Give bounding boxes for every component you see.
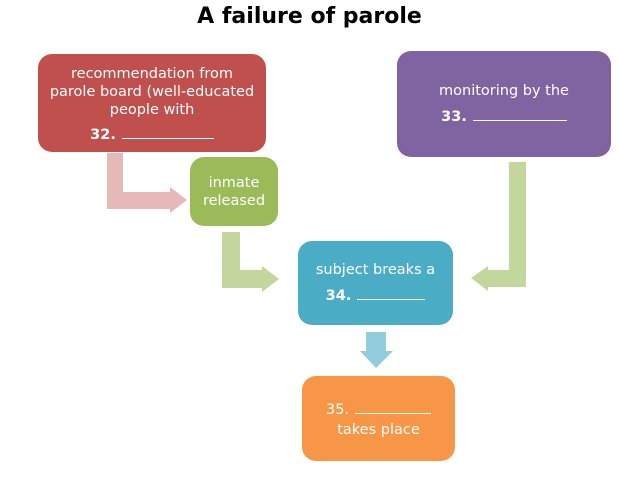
question-number-32: 32. (90, 126, 116, 143)
recommendation-line-3: people with (109, 101, 195, 118)
outcome-box: 35. takes place (302, 376, 455, 461)
monitoring-box: monitoring by the 33. (397, 51, 611, 157)
inmate-line-1: inmate (208, 174, 260, 191)
question-number-35: 35. (325, 401, 350, 418)
question-number-34: 34. (325, 288, 352, 304)
inmate-line-2: released (202, 192, 266, 209)
blank-33[interactable] (472, 106, 567, 121)
monitoring-line-1: monitoring by the (439, 83, 569, 99)
arrow-inmate-to-subject (222, 232, 279, 292)
arrow-recommendation-to-inmate (107, 153, 187, 213)
recommendation-line-2: parole board (well-educated (49, 83, 255, 100)
subject-breaks-box: subject breaks a 34. (298, 241, 453, 325)
inmate-released-box: inmate released (190, 157, 278, 226)
recommendation-line-1: recommendation from (71, 65, 233, 82)
arrow-monitoring-to-subject (471, 162, 526, 291)
blank-32[interactable] (121, 124, 214, 139)
blank-34[interactable] (357, 285, 426, 300)
diagram-title: A failure of parole (197, 4, 422, 29)
subject-line-1: subject breaks a (315, 262, 436, 278)
outcome-line-1: takes place (337, 421, 420, 438)
blank-32-row: 32. (90, 124, 214, 144)
blank-35-row: 35. (325, 399, 432, 419)
blank-33-row: 33. (441, 106, 567, 126)
blank-34-row: 34. (326, 285, 426, 305)
recommendation-box: recommendation from parole board (well-e… (38, 54, 266, 152)
blank-35[interactable] (355, 399, 432, 414)
arrow-subject-to-outcome (360, 332, 393, 368)
question-number-33: 33. (441, 109, 467, 125)
